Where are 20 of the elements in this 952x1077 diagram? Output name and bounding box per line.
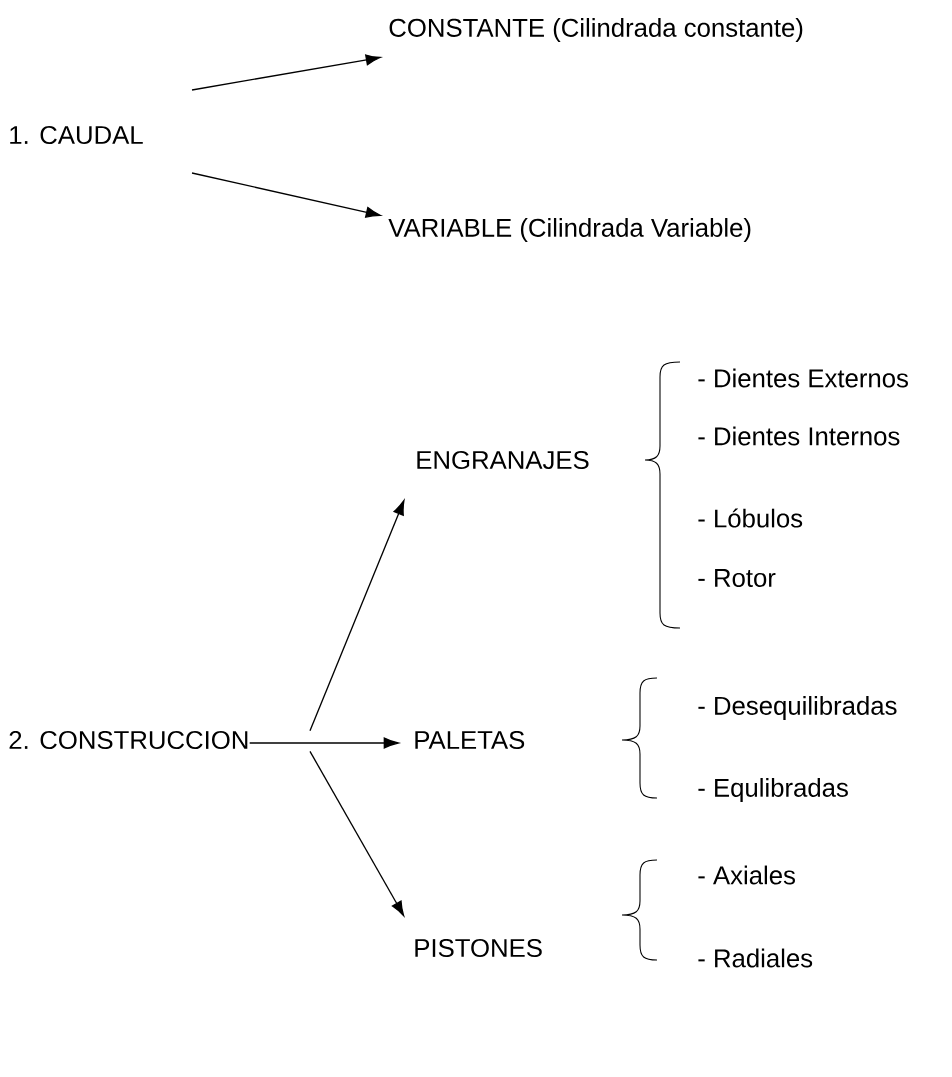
arrow	[191, 54, 381, 91]
list-item: - Rotor	[698, 569, 776, 587]
list-item: - Dientes Externos	[698, 368, 908, 388]
list-item: - Dientes Internos	[698, 426, 900, 446]
branch-label: ENGRANAJES	[417, 450, 589, 470]
arrow	[249, 737, 399, 749]
arrow	[309, 500, 405, 732]
branch-label: 2. CONSTRUCCION	[9, 730, 248, 750]
list-item: - Radiales	[698, 948, 813, 968]
list-item: - Equlibradas	[698, 778, 848, 802]
arrow	[309, 750, 405, 917]
branch-label: 1. CAUDAL	[10, 125, 143, 145]
branch-label: VARIABLE (Cilindrada Variable)	[388, 218, 751, 242]
branch-label: PISTONES	[415, 938, 542, 958]
list-item: - Desequilibradas	[698, 696, 897, 720]
branch-label: PALETAS	[415, 730, 525, 750]
arrow	[191, 172, 381, 218]
branch-label: CONSTANTE (Cilindrada constante)	[389, 18, 803, 42]
list-item: - Lóbulos	[698, 508, 803, 528]
list-item: - Axiales	[698, 865, 795, 885]
